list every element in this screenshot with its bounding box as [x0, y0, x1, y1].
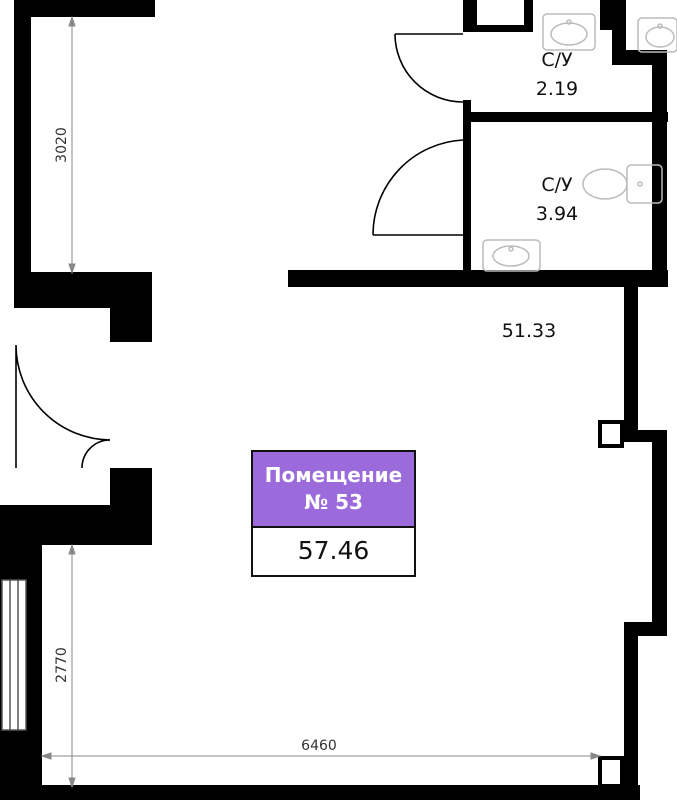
left-door-jamb-top	[110, 300, 152, 342]
window-left	[1, 579, 27, 731]
column-mid	[598, 420, 624, 448]
bathroom-mid-name: С/У	[541, 174, 573, 196]
dim-label-bottom: 6460	[301, 738, 337, 754]
right-wall-top	[612, 0, 626, 65]
partition-horizontal	[288, 270, 668, 287]
door-entrance	[15, 344, 111, 468]
door-bath-top	[394, 33, 464, 103]
right-wall-bottom	[624, 622, 638, 800]
dim-label-lower-left: 2770	[54, 647, 70, 683]
bathroom-top-name: С/У	[541, 49, 573, 71]
fixtures	[482, 13, 677, 272]
dimension-lines	[40, 15, 602, 789]
doors	[15, 33, 464, 469]
sink-right-icon	[637, 17, 677, 53]
right-wall-upper	[652, 50, 667, 286]
window-frame	[1, 579, 27, 731]
right-wall-mid	[624, 286, 638, 441]
sink-mid-icon	[482, 239, 541, 272]
bathroom-top-area: 2.19	[536, 78, 578, 100]
column-bottom	[598, 756, 624, 788]
bathroom-mid-area: 3.94	[536, 203, 578, 225]
unit-total-area: 57.46	[297, 536, 370, 565]
top-wall-bath-right	[524, 0, 533, 32]
door-bath-mid	[372, 139, 464, 236]
partition-bath-top	[463, 0, 471, 32]
left-door-jamb-bottom	[110, 468, 152, 512]
sink-top-icon	[542, 13, 596, 51]
partition-bath-divider	[463, 112, 668, 122]
top-wall-right	[600, 0, 614, 30]
unit-badge: Помещение № 53 57.46	[251, 450, 416, 577]
top-wall-left	[14, 0, 155, 17]
toilet-icon	[582, 164, 663, 204]
unit-badge-number: № 53	[304, 490, 363, 514]
right-wall-lower	[652, 430, 667, 635]
columns	[598, 420, 624, 788]
top-wall-bath-shelf	[463, 25, 533, 32]
dim-label-upper-left: 3020	[54, 127, 70, 163]
unit-badge-title: Помещение	[264, 463, 403, 487]
partition-bath-vertical	[463, 100, 471, 287]
unit-badge-header: Помещение № 53	[253, 452, 414, 528]
left-wall-upper	[14, 0, 31, 290]
door-entrance-leaf	[81, 439, 111, 469]
bottom-wall	[0, 785, 640, 800]
main-area-value: 51.33	[502, 320, 556, 342]
